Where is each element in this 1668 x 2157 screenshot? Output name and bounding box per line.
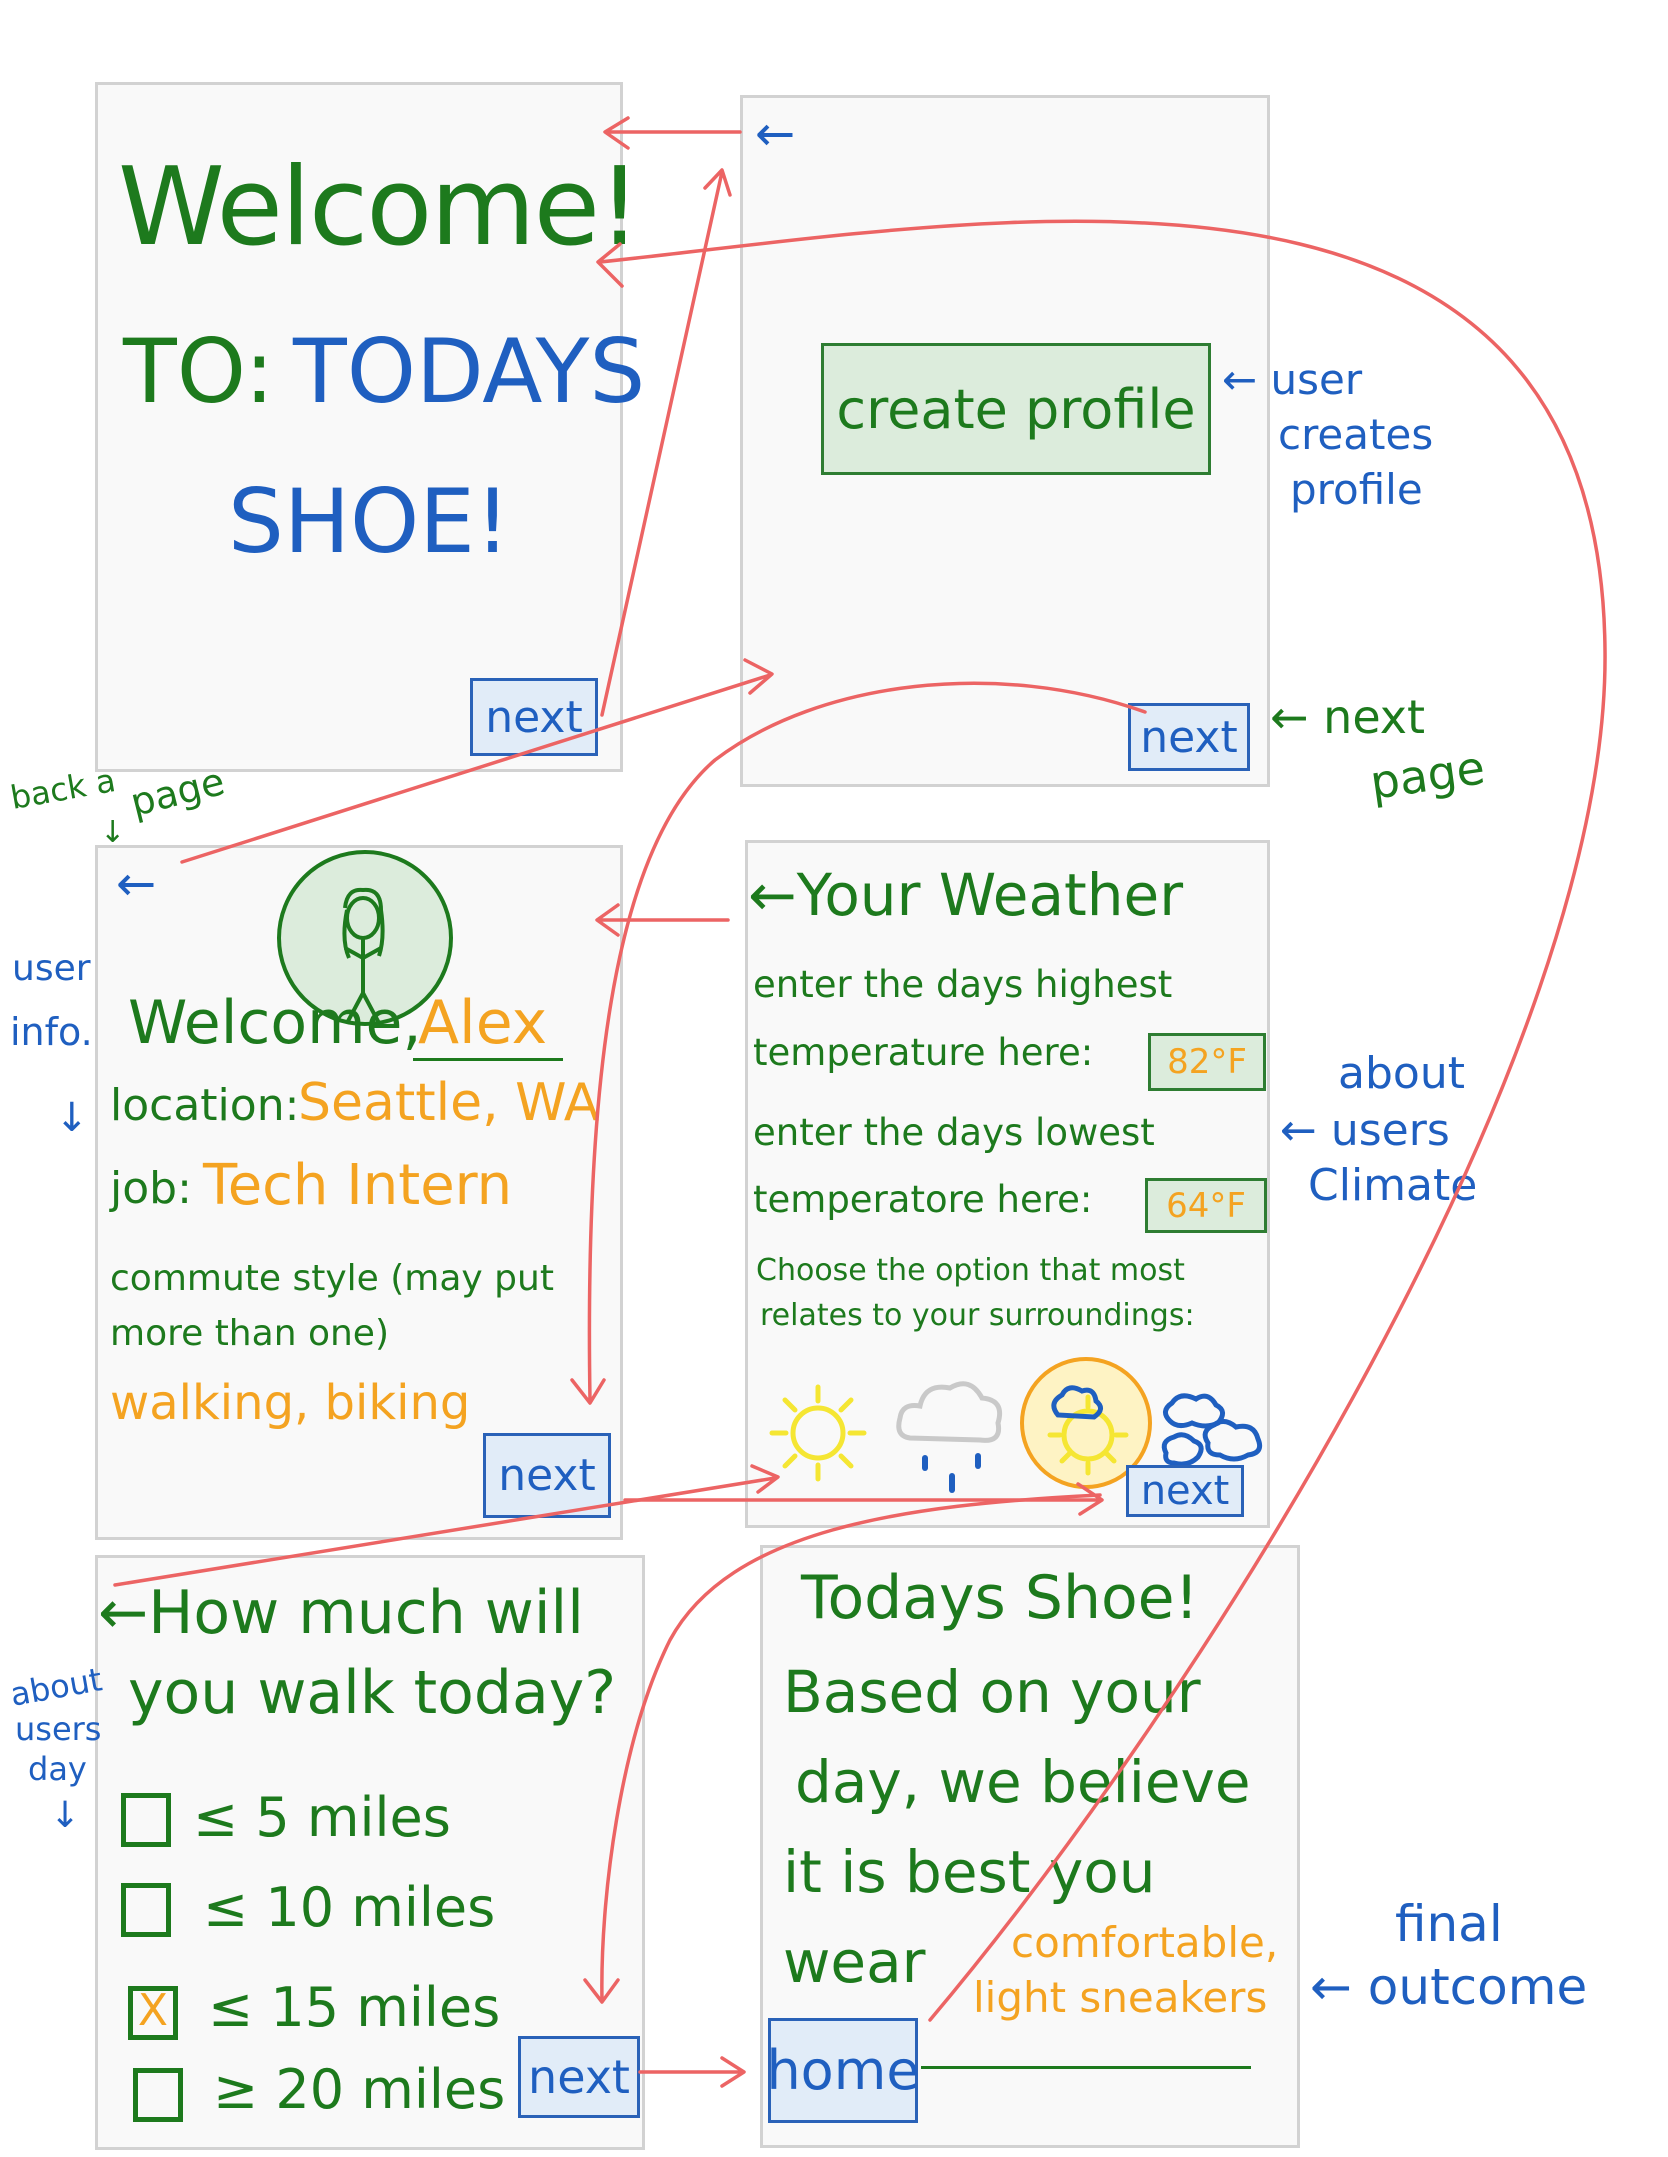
app-name-line-1: TODAYS bbox=[293, 320, 646, 423]
high-temp-line-1: enter the days highest bbox=[753, 963, 1173, 1006]
screen-user-info: ← Welcome, Alex location: Seattle, WA jo… bbox=[95, 845, 623, 1540]
annotation-about-climate-line-3: Climate bbox=[1308, 1160, 1478, 1211]
job-label: job: bbox=[110, 1163, 192, 1214]
flow-arrow-walk-to-result bbox=[638, 2056, 746, 2088]
result-line-4: wear bbox=[783, 1928, 926, 1996]
annotation-final-outcome-line-1: final bbox=[1395, 1895, 1503, 1953]
weather-title[interactable]: ←Your Weather bbox=[748, 861, 1184, 929]
next-button[interactable]: next bbox=[1126, 1465, 1244, 1517]
option-label-10-miles: ≤ 10 miles bbox=[203, 1876, 496, 1939]
walk-title-line-2: you walk today? bbox=[128, 1658, 617, 1728]
annotation-about-climate-line-1: about bbox=[1338, 1048, 1465, 1099]
option-label-5-miles: ≤ 5 miles bbox=[193, 1786, 451, 1849]
annotation-final-outcome-line-2: ← outcome bbox=[1310, 1958, 1588, 2016]
rainy-cloud-icon[interactable] bbox=[890, 1368, 1010, 1498]
screen-create-profile: ← create profile next bbox=[740, 95, 1270, 787]
annotation-about-day-line-3: day bbox=[28, 1750, 87, 1788]
annotation-down-arrow-icon: ↓ bbox=[55, 1095, 89, 1141]
result-title: Todays Shoe! bbox=[801, 1563, 1199, 1633]
welcome-heading: Welcome! bbox=[118, 145, 641, 270]
shoe-outcome-line-1: comfortable, bbox=[1011, 1918, 1279, 1967]
checkbox-5-miles[interactable] bbox=[121, 1793, 171, 1847]
screen-todays-shoe: Todays Shoe! Based on your day, we belie… bbox=[760, 1545, 1300, 2148]
annotation-down-arrow-icon: ↓ bbox=[100, 815, 126, 850]
annotation-user-info-line-1: user bbox=[12, 948, 91, 989]
result-line-1: Based on your bbox=[783, 1658, 1201, 1726]
next-button[interactable]: next bbox=[470, 678, 598, 756]
create-profile-button[interactable]: create profile bbox=[821, 343, 1211, 475]
back-arrow-icon[interactable]: ← bbox=[755, 106, 796, 162]
avatar-hair bbox=[342, 887, 385, 959]
annotation-back-a-page-line-1: back a bbox=[7, 761, 119, 817]
annotation-about-day-line-2: users bbox=[15, 1710, 102, 1748]
sunny-icon[interactable] bbox=[768, 1383, 868, 1483]
screen-walk-distance: ←How much will you walk today? ≤ 5 miles… bbox=[95, 1555, 645, 2150]
option-label-20-miles: ≥ 20 miles bbox=[213, 2058, 506, 2121]
annotation-about-climate-line-2: ← users bbox=[1280, 1105, 1450, 1156]
next-button[interactable]: next bbox=[1128, 703, 1250, 771]
low-temp-input[interactable]: 64°F bbox=[1145, 1178, 1267, 1233]
result-line-3: it is best you bbox=[783, 1838, 1156, 1906]
checkbox-20-miles[interactable] bbox=[133, 2068, 183, 2122]
annotation-about-day-line-1: about bbox=[7, 1660, 105, 1714]
welcome-label: Welcome, bbox=[128, 988, 422, 1058]
walk-title-line-1[interactable]: ←How much will bbox=[98, 1578, 584, 1648]
checkbox-15-miles[interactable]: X bbox=[128, 1986, 178, 2040]
app-name-line-2: SHOE! bbox=[228, 470, 511, 573]
user-name: Alex bbox=[418, 988, 548, 1058]
location-label: location: bbox=[110, 1080, 300, 1131]
choose-line-2: relates to your surroundings: bbox=[760, 1298, 1195, 1333]
annotation-user-creates-line-2: creates bbox=[1278, 410, 1434, 459]
next-button[interactable]: next bbox=[518, 2036, 640, 2118]
screen-welcome: Welcome! TO: TODAYS SHOE! next bbox=[95, 82, 645, 772]
commute-label-line-2: more than one) bbox=[110, 1313, 389, 1354]
high-temp-input[interactable]: 82°F bbox=[1148, 1033, 1266, 1091]
annotation-next-page-line-2: page bbox=[1366, 740, 1489, 810]
option-label-15-miles: ≤ 15 miles bbox=[208, 1976, 501, 2039]
home-underline bbox=[921, 2066, 1251, 2069]
shoe-outcome-line-2: light sneakers bbox=[973, 1973, 1268, 2022]
annotation-down-arrow-icon: ↓ bbox=[50, 1795, 81, 1836]
commute-value: walking, biking bbox=[110, 1375, 471, 1431]
result-line-2: day, we believe bbox=[795, 1748, 1251, 1816]
annotation-next-page-line-1: ← next bbox=[1270, 690, 1426, 744]
to-label: TO: bbox=[123, 320, 275, 423]
high-temp-line-2: temperature here: bbox=[753, 1031, 1094, 1074]
checkbox-10-miles[interactable] bbox=[121, 1883, 171, 1937]
next-button[interactable]: next bbox=[483, 1433, 611, 1518]
home-button[interactable]: home bbox=[766, 2018, 920, 2123]
location-value: Seattle, WA bbox=[298, 1073, 600, 1133]
annotation-user-creates-line-3: profile bbox=[1290, 465, 1423, 514]
annotation-user-creates-line-1: ← user bbox=[1222, 355, 1363, 404]
screen-weather: ←Your Weather enter the days highest tem… bbox=[745, 840, 1270, 1528]
flow-arrow-back-to-welcome bbox=[603, 116, 742, 150]
low-temp-line-2: temperatore here: bbox=[753, 1178, 1093, 1221]
back-arrow-icon[interactable]: ← bbox=[116, 856, 157, 912]
annotation-user-info-line-2: info. bbox=[10, 1010, 93, 1054]
job-value: Tech Intern bbox=[203, 1153, 513, 1218]
avatar-body bbox=[344, 938, 382, 1024]
name-underline bbox=[413, 1058, 563, 1061]
commute-label-line-1: commute style (may put bbox=[110, 1258, 554, 1299]
low-temp-line-1: enter the days lowest bbox=[753, 1111, 1155, 1154]
choose-line-1: Choose the option that most bbox=[756, 1253, 1185, 1288]
